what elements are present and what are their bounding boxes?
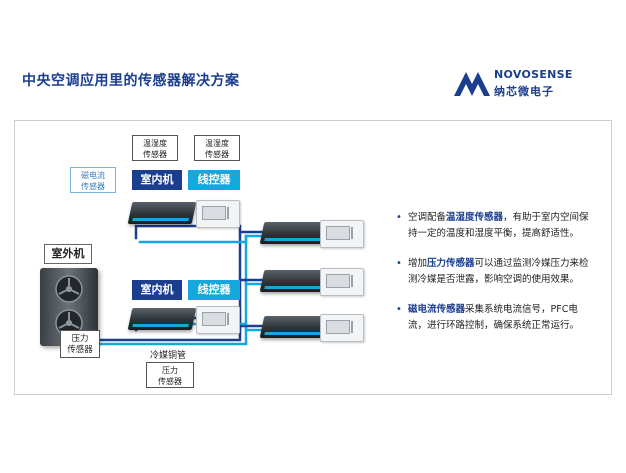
current-sensor-line-2: 传感器 bbox=[81, 182, 105, 191]
temp-humidity-sensor-line-2: 传感器 bbox=[143, 150, 167, 159]
temp-humidity-sensor-line-1: 温湿度 bbox=[205, 139, 229, 148]
wire-controller-bottom bbox=[196, 306, 240, 334]
current-sensor-box: 磁电流 传感器 bbox=[70, 167, 116, 193]
indoor-unit-bottom bbox=[127, 308, 197, 330]
bullet-text-after: 可以通过监测冷媒压力来检测冷媒是否泄露，影响空调的使用效果。 bbox=[408, 258, 589, 285]
pressure-sensor-box-left: 压力 传感器 bbox=[60, 330, 100, 358]
bullet-text-after: 采集系统电流信号，PFC电流，进行环路控制，确保系统正常运行。 bbox=[408, 304, 580, 331]
bullet-list: • 空调配备温湿度传感器，有助于室内空间保持一定的温度和湿度平衡，提高舒适性。 … bbox=[396, 210, 596, 348]
indoor-unit-right-2 bbox=[259, 270, 329, 292]
controller-label-bottom: 线控器 bbox=[188, 280, 240, 300]
indoor-unit-label-top: 室内机 bbox=[132, 170, 182, 190]
indoor-unit-right-1 bbox=[259, 222, 329, 244]
bullet-dot: • bbox=[396, 258, 402, 269]
temp-humidity-sensor-line-2: 传感器 bbox=[205, 150, 229, 159]
page-title: 中央空调应用里的传感器解决方案 bbox=[22, 73, 240, 89]
outdoor-unit-label: 室外机 bbox=[44, 244, 92, 264]
bullet-highlight: 磁电流传感器 bbox=[408, 304, 466, 315]
bullet-dot: • bbox=[396, 304, 402, 315]
pressure-sensor-line-2: 传感器 bbox=[67, 345, 93, 355]
pressure-sensor-line-1: 压力 bbox=[71, 334, 89, 344]
bullet-item: • 增加压力传感器可以通过监测冷媒压力来检测冷媒是否泄露，影响空调的使用效果。 bbox=[396, 256, 596, 288]
temp-humidity-sensor-box-2: 温湿度 传感器 bbox=[194, 135, 240, 161]
controller-label-top: 线控器 bbox=[188, 170, 240, 190]
bullet-item: • 磁电流传感器采集系统电流信号，PFC电流，进行环路控制，确保系统正常运行。 bbox=[396, 302, 596, 334]
wire-controller-top bbox=[196, 200, 240, 228]
novosense-logo-icon bbox=[454, 72, 490, 96]
bullet-text-before: 空调配备 bbox=[408, 212, 447, 223]
bullet-item: • 空调配备温湿度传感器，有助于室内空间保持一定的温度和湿度平衡，提高舒适性。 bbox=[396, 210, 596, 242]
pressure-sensor-box-bottom: 压力 传感器 bbox=[146, 362, 194, 388]
diagram-panel bbox=[14, 120, 612, 395]
wire-controller-right-1 bbox=[320, 220, 364, 248]
pressure-sensor-line-1: 压力 bbox=[162, 366, 178, 375]
wire-controller-right-2 bbox=[320, 268, 364, 296]
pressure-sensor-line-2: 传感器 bbox=[158, 377, 182, 386]
pipe-label: 冷媒铜管 bbox=[150, 351, 187, 361]
indoor-unit-right-3 bbox=[259, 316, 329, 338]
indoor-unit-top bbox=[127, 202, 197, 224]
fan-icon bbox=[55, 309, 83, 337]
fan-icon bbox=[55, 275, 83, 303]
temp-humidity-sensor-line-1: 温湿度 bbox=[143, 139, 167, 148]
logo-text-en: NOVOSENSE bbox=[494, 68, 573, 81]
wire-controller-right-3 bbox=[320, 314, 364, 342]
bullet-text-before: 增加 bbox=[408, 258, 428, 269]
current-sensor-line-1: 磁电流 bbox=[81, 171, 105, 180]
novosense-logo: NOVOSENSE 纳芯微电子 bbox=[452, 66, 592, 100]
bullet-highlight: 温湿度传感器 bbox=[446, 212, 504, 223]
bullet-text-after: ，有助于室内空间保持一定的温度和湿度平衡，提高舒适性。 bbox=[408, 212, 589, 239]
bullet-dot: • bbox=[396, 212, 402, 223]
bullet-highlight: 压力传感器 bbox=[427, 258, 475, 269]
logo-text-cn: 纳芯微电子 bbox=[494, 85, 554, 98]
temp-humidity-sensor-box-1: 温湿度 传感器 bbox=[132, 135, 178, 161]
indoor-unit-label-bottom: 室内机 bbox=[132, 280, 182, 300]
